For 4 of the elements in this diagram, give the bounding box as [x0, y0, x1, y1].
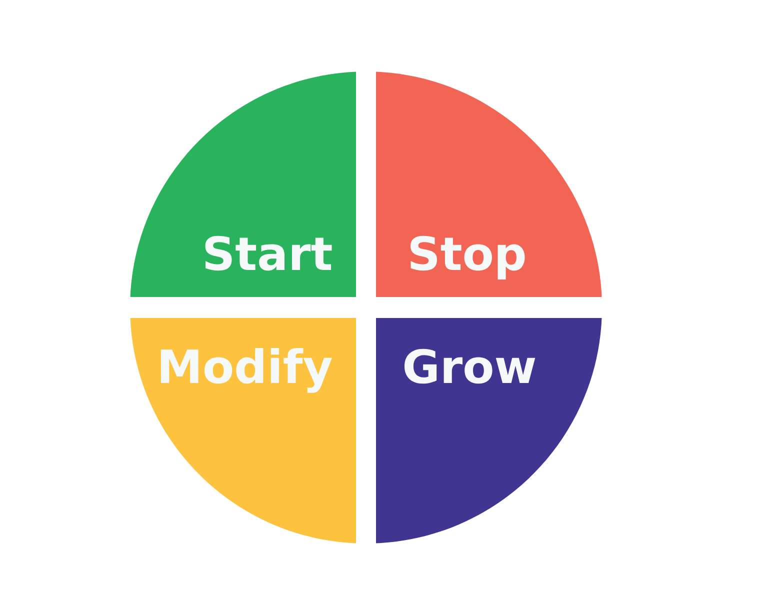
quadrant: Modify: [130, 318, 356, 544]
quadrant: Start: [130, 72, 356, 297]
quadrant: Grow: [376, 318, 602, 544]
quadrant: Stop: [376, 72, 602, 297]
